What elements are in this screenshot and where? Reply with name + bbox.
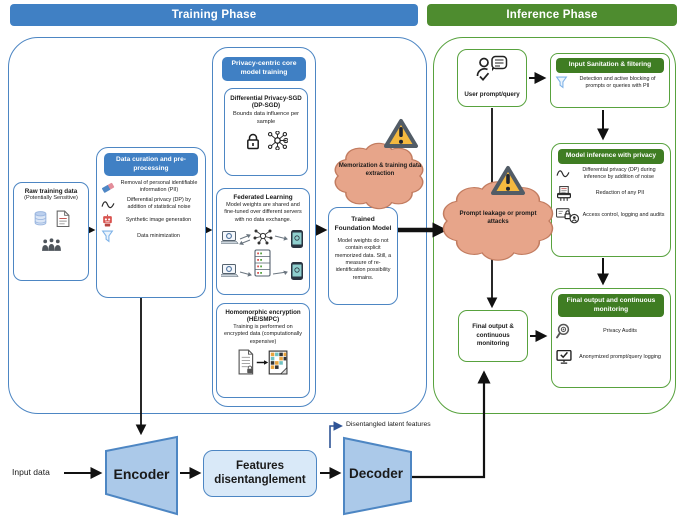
dp-sgd-box: Differential Privacy-SGD (DP-SGD) Bounds… (224, 88, 308, 176)
prompt-leakage-cloud-label: Prompt leakage or prompt attacks (459, 210, 537, 226)
data-curation-box: Data curation and pre-processing Removal… (96, 147, 206, 298)
final-monitoring-box: Final output and continuous monitoring P… (551, 288, 671, 388)
inference-phase-label: Inference Phase (506, 9, 598, 21)
user-prompt-box: User prompt/query (457, 49, 527, 107)
prompt-leakage-cloud (442, 181, 554, 261)
features-disentanglement-box: Features disentanglement (203, 450, 317, 497)
funnel-icon (101, 230, 114, 243)
arrow-decoder-to-monitoring (411, 370, 491, 479)
input-data-label: Input data (12, 467, 50, 477)
homomorphic-box: Homomorphic encryption (HE/SMPC) Trainin… (216, 303, 310, 398)
monitoring-item-audits: Privacy Audits (552, 323, 670, 339)
user-prompt-label: User prompt/query (464, 91, 520, 98)
phone-icon (291, 230, 303, 249)
model-inference-box: Model inference with privacy Differentia… (551, 143, 671, 257)
final-output-label: Final output & continuous monitoring (472, 322, 514, 348)
training-phase-label: Training Phase (171, 9, 257, 21)
server-icon (254, 249, 271, 277)
input-sanitation-title: Input Sanitation & filtering (568, 61, 652, 68)
laptop-icon (219, 231, 239, 245)
access-control-icon (556, 207, 579, 224)
model-inference-title: Model inference with privacy (565, 152, 657, 159)
curation-item-label: Synthetic image generation (125, 217, 192, 224)
curation-item-pii-removal: Removal of personal identifiable informa… (97, 180, 205, 194)
model-inference-header: Model inference with privacy (558, 149, 664, 164)
curation-item-synthetic: Synthetic image generation (97, 214, 205, 227)
inference-phase-header: Inference Phase (427, 4, 677, 26)
monitoring-item-logging: Anonymized prompt/query logging (552, 350, 670, 364)
memorization-cloud (334, 142, 424, 210)
core-training-header: Privacy-centric core model training (222, 57, 306, 81)
foundation-model-title: Trained Foundation Model (334, 216, 392, 232)
encoder-label: Encoder (113, 466, 170, 482)
final-output-box: Final output & continuous monitoring (458, 310, 528, 362)
curation-item-label: Data minimization (137, 233, 180, 240)
homomorphic-body: Training is performed on encrypted data … (224, 324, 302, 345)
core-training-title: Privacy-centric core model training (231, 60, 297, 76)
document-icon (55, 210, 70, 232)
raw-training-data-box: Raw training data (Potentially Sensitive… (13, 182, 89, 281)
input-sanitation-box: Input Sanitation & filtering Detection a… (550, 53, 670, 108)
funnel-icon (555, 76, 568, 89)
monitor-check-icon (556, 350, 572, 364)
encoder-shape (105, 435, 178, 516)
people-group-icon (41, 237, 62, 256)
memorization-cloud-label: Memorization & training data extraction (338, 163, 422, 178)
input-sanitation-row: Detection and active blocking of prompts… (551, 76, 669, 90)
homomorphic-title: Homomorphic encryption (HE/SMPC) (225, 309, 301, 323)
database-icon (32, 210, 49, 232)
curation-item-label: Removal of personal identifiable informa… (120, 180, 198, 194)
foundation-model-body: Model weights do not contain explicit me… (334, 238, 392, 281)
encrypted-data-icon (237, 349, 289, 381)
phone-icon (291, 262, 303, 281)
monitoring-item-label: Privacy Audits (603, 327, 637, 334)
warning-icon (384, 119, 418, 148)
foundation-model-box: Trained Foundation Model Model weights d… (328, 207, 398, 305)
federated-title: Federated Learning (233, 194, 293, 201)
inference-item-dp: Differential privacy (DP) during inferen… (552, 167, 670, 181)
privacy-audit-magnifier-icon (556, 323, 572, 339)
curation-item-minimization: Data minimization (97, 230, 205, 243)
lock-icon (245, 132, 261, 155)
data-curation-header: Data curation and pre-processing (104, 153, 198, 177)
raw-data-subtitle: (Potentially Sensitive) (24, 195, 78, 201)
inference-item-redaction: Redaction of any PII (552, 185, 670, 202)
inference-item-label: Redaction of any PII (595, 190, 645, 197)
final-monitoring-title: Final output and continuous monitoring (566, 297, 656, 313)
latent-features-label: Disentangled latent features (346, 421, 431, 428)
input-sanitation-header: Input Sanitation & filtering (556, 58, 664, 73)
federated-body: Model weights are shared and fine-tuned … (224, 202, 302, 223)
input-sanitation-body: Detection and active blocking of prompts… (579, 75, 656, 89)
exchange-arrows-icon (239, 234, 288, 277)
noise-wave-icon (101, 199, 115, 210)
data-curation-title: Data curation and pre-processing (116, 156, 186, 172)
central-model-icon (253, 229, 273, 245)
warning-icon (491, 166, 525, 195)
robot-icon (101, 214, 114, 227)
raw-data-title: Raw training data (24, 188, 78, 195)
laptop-icon (219, 264, 239, 278)
curation-item-label: Differential privacy (DP) by addition of… (126, 197, 191, 211)
dp-sgd-body: Bounds data influence per sample (232, 111, 300, 125)
federated-network-icon (219, 228, 305, 287)
eraser-icon (101, 181, 115, 193)
inference-item-access: Access control, logging and audits (552, 207, 670, 224)
training-phase-header: Training Phase (10, 4, 418, 26)
curation-item-dp-noise: Differential privacy (DP) by addition of… (97, 197, 205, 211)
noise-wave-icon (556, 168, 570, 179)
federated-learning-box: Federated Learning Model weights are sha… (216, 188, 310, 295)
inference-item-label: Differential privacy (DP) during inferen… (582, 166, 656, 180)
decoder-label: Decoder (348, 466, 404, 481)
final-monitoring-header: Final output and continuous monitoring (558, 294, 664, 318)
features-label: Features disentanglement (214, 460, 306, 486)
arrow-latent-features (329, 421, 343, 448)
decoder-shape (343, 436, 412, 516)
inference-item-label: Access control, logging and audits (582, 211, 665, 218)
dp-sgd-title: Differential Privacy-SGD (DP-SGD) (230, 95, 302, 109)
monitoring-item-label: Anonymized prompt/query logging (579, 353, 661, 360)
redaction-icon (556, 185, 572, 202)
user-query-icon (475, 55, 509, 88)
